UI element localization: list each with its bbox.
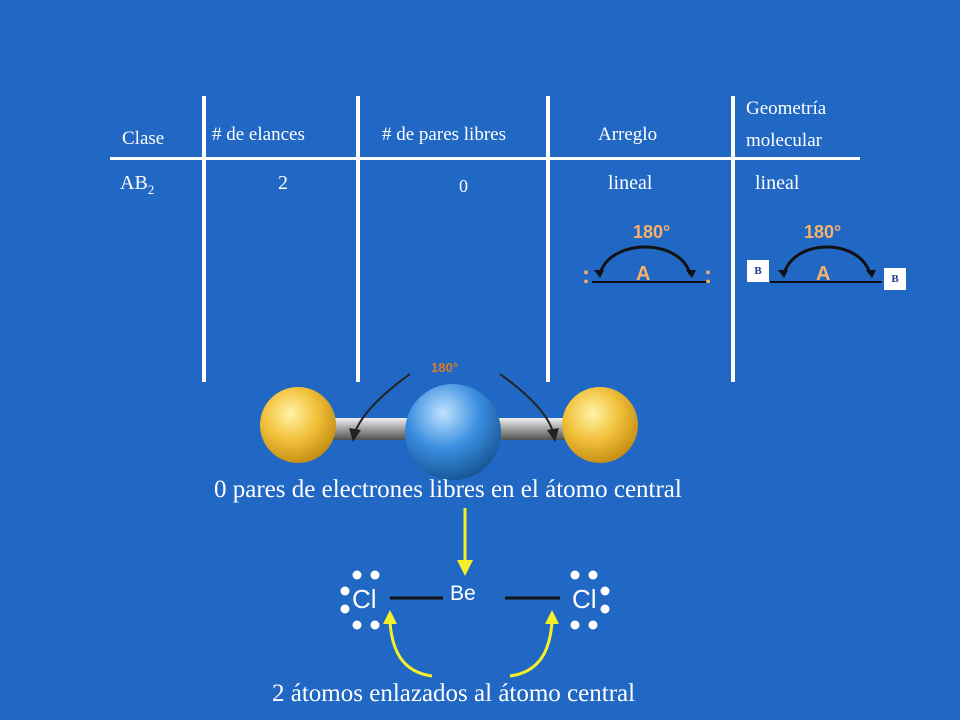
- model-angle-label: 180°: [431, 360, 458, 375]
- value-class: AB2: [120, 172, 155, 197]
- value-bonds: 2: [278, 172, 288, 194]
- header-bonds: # de elances: [212, 124, 305, 145]
- caption-lone-pairs: 0 pares de electrones libres en el átomo…: [214, 476, 682, 503]
- lewis-central-atom: Be: [450, 582, 476, 605]
- outer-atom-box-left: B: [747, 260, 769, 282]
- central-atom-label: A: [816, 263, 830, 285]
- header-class: Clase: [122, 128, 165, 149]
- column-divider: [356, 96, 360, 382]
- header-divider: [110, 157, 860, 160]
- lewis-left-atom: Cl: [352, 584, 377, 614]
- column-divider: [546, 96, 550, 382]
- value-arrangement: lineal: [608, 172, 653, 194]
- value-geometry: lineal: [755, 172, 800, 194]
- lewis-right-atom: Cl: [572, 584, 597, 614]
- ball-stick-model: 180°: [260, 360, 638, 480]
- header-lone-pairs: # de pares libres: [382, 124, 506, 145]
- header-geometry-line1: Geometría: [746, 98, 827, 119]
- lone-pair-mark-left: :: [582, 262, 590, 289]
- column-divider: [202, 96, 206, 382]
- angle-label: 180°: [804, 222, 841, 242]
- arrangement-diagram: 180° : : A: [582, 222, 712, 289]
- header-geometry-line2: molecular: [746, 130, 822, 151]
- angle-label: 180°: [633, 222, 670, 242]
- caption-bonded-atoms: 2 átomos enlazados al átomo central: [272, 680, 636, 707]
- value-lone-pairs: 0: [459, 176, 468, 196]
- geometry-diagram: 180° A: [770, 222, 882, 285]
- lone-pair-mark-right: :: [704, 262, 712, 289]
- outer-atom-box-right: B: [884, 268, 906, 290]
- column-divider: [731, 96, 735, 382]
- central-atom-label: A: [636, 263, 650, 285]
- header-arrangement: Arreglo: [598, 124, 658, 145]
